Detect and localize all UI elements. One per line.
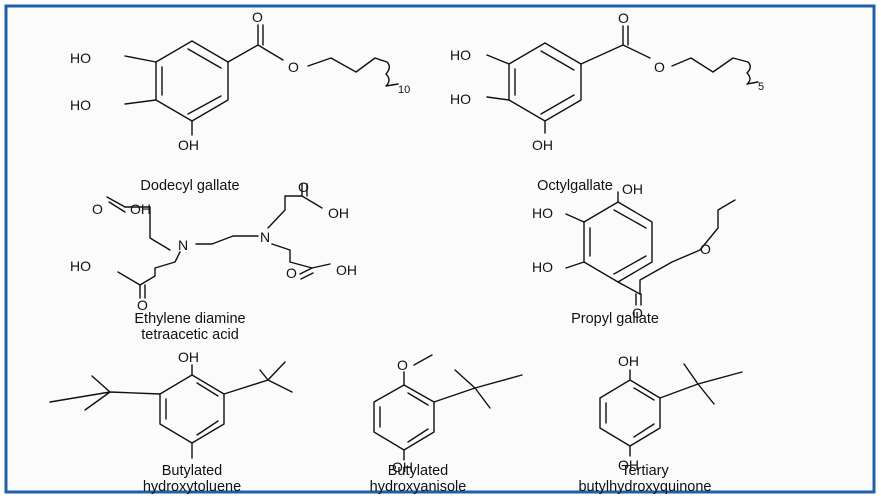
structure-octylgallate: HO HO OH O O 5 Octylgallate — [450, 10, 764, 194]
ester-o-label: O — [700, 241, 711, 257]
right-lower-arm — [271, 243, 331, 269]
structure-edta: O OH N N HO O O OH O OH Ethylene diamine… — [70, 179, 357, 343]
chain-subscript: 5 — [758, 81, 764, 93]
substituent-bonds — [124, 44, 284, 136]
right-tert-butyl — [223, 361, 293, 395]
right-lower-carbonyl — [299, 267, 314, 280]
ring-double-bonds — [514, 50, 575, 115]
ring-double-bonds — [605, 387, 655, 438]
carbonyl-bond — [622, 25, 629, 46]
carbonyl-bond — [635, 293, 642, 306]
structure-bht: OH Butylated hydroxytoluene — [49, 349, 293, 495]
methoxy-bond — [403, 354, 433, 386]
ho-label: HO — [450, 91, 471, 107]
caption-bht-line2: hydroxytoluene — [143, 479, 241, 495]
tert-butyl — [659, 363, 743, 405]
ester-o-label: O — [654, 59, 665, 75]
ring-double-bonds — [379, 392, 429, 443]
ring-double-bonds — [161, 48, 222, 115]
caption-tbhq-line1: Tertiary — [621, 463, 669, 479]
acid-o-label: O — [286, 265, 297, 281]
ring-double-bonds — [589, 209, 647, 275]
caption-dodecyl-gallate: Dodecyl gallate — [140, 178, 239, 194]
caption-edta-line1: Ethylene diamine — [134, 311, 245, 327]
structure-dodecyl-gallate: HO HO OH O O 10 Dodecyl gallate — [70, 9, 410, 194]
left-lower-arm — [117, 251, 181, 286]
oh-label: OH — [178, 137, 199, 153]
left-upper-carbonyl — [106, 196, 126, 213]
oh-label: OH — [622, 181, 643, 197]
methoxy-o-label: O — [397, 357, 408, 373]
alkyl-chain — [307, 57, 399, 87]
left-tert-butyl — [49, 375, 161, 411]
acid-o-label: O — [92, 201, 103, 217]
ester-bonds — [639, 199, 736, 295]
oh-label: OH — [532, 137, 553, 153]
n-label: N — [260, 229, 270, 245]
caption-edta-line2: tetraacetic acid — [141, 327, 239, 343]
substituent-bonds — [486, 44, 651, 134]
ho-label: HO — [532, 205, 553, 221]
carbonyl-o-label: O — [632, 305, 643, 321]
caption-bht-line1: Butylated — [162, 463, 222, 479]
right-upper-arm — [267, 195, 323, 229]
figure-border — [4, 4, 876, 494]
ho-label: HO — [532, 259, 553, 275]
substituent-bonds — [565, 191, 641, 295]
left-upper-arm — [124, 206, 171, 251]
carbonyl-bond — [257, 24, 264, 46]
caption-bha-line1: Butylated — [388, 463, 448, 479]
caption-bha-line2: hydroxyanisole — [370, 479, 467, 495]
chain-subscript: 10 — [398, 84, 410, 96]
acid-oh-label: OH — [130, 201, 151, 217]
caption-tbhq-line2: butylhydroxyquinone — [578, 479, 711, 495]
alkyl-chain — [671, 57, 759, 85]
caption-propyl-gallate: Propyl gallate — [571, 311, 659, 327]
acid-ho-label: HO — [70, 258, 91, 274]
acid-o-label: O — [137, 297, 148, 313]
structure-tbhq: OH OH Tertiary butylhydroxyquinone — [578, 353, 743, 495]
acid-o-label: O — [298, 179, 309, 195]
tert-butyl — [433, 369, 523, 409]
ring-double-bonds — [165, 382, 219, 436]
carbonyl-o-label: O — [252, 9, 263, 25]
oh-label: OH — [178, 349, 199, 365]
ethylene-bridge — [195, 235, 259, 245]
structure-bha: O OH Butylated hydroxyanisole — [370, 354, 523, 495]
n-label: N — [178, 237, 188, 253]
ho-label: HO — [70, 97, 91, 113]
caption-octylgallate: Octylgallate — [537, 178, 613, 194]
acid-oh-label: OH — [328, 205, 349, 221]
ho-label: HO — [450, 47, 471, 63]
oh-label: OH — [618, 457, 639, 473]
right-upper-carbonyl — [301, 183, 308, 197]
ester-o-label: O — [288, 59, 299, 75]
acid-oh-label: OH — [336, 262, 357, 278]
ho-label: HO — [70, 50, 91, 66]
oh-label: OH — [392, 459, 413, 475]
left-lower-carbonyl — [139, 284, 146, 299]
structure-propyl-gallate: OH HO HO O O Propyl gallate — [532, 181, 736, 327]
carbonyl-o-label: O — [618, 10, 629, 26]
oh-label: OH — [618, 353, 639, 369]
